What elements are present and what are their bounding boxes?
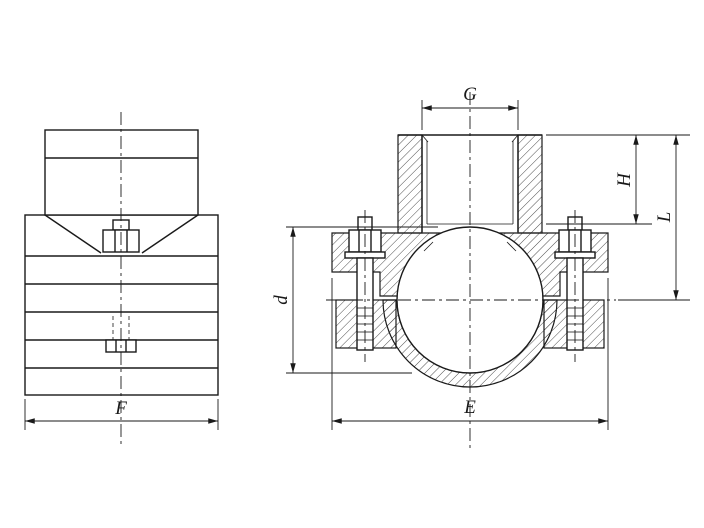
front-rib-lines <box>25 255 218 369</box>
dimension-H: H <box>546 134 690 225</box>
dimension-E-label: E <box>463 397 476 418</box>
dimension-L-label: L <box>654 212 675 224</box>
front-dome <box>44 214 199 254</box>
dimension-F: F <box>24 398 219 430</box>
dimension-G: G <box>421 84 519 130</box>
front-view: F <box>24 112 219 447</box>
dimension-E: E <box>331 278 609 430</box>
section-view: G H L d E <box>271 84 690 450</box>
left-bolt <box>344 210 386 362</box>
dimension-d: d <box>271 226 438 374</box>
dimension-G-label: G <box>463 84 477 105</box>
dimension-L: L <box>618 135 690 301</box>
dimension-d-label: d <box>271 295 292 305</box>
dimension-H-label: H <box>614 172 635 188</box>
dimension-F-label: F <box>114 398 127 419</box>
outlet-wall-right <box>517 134 543 234</box>
front-outlet <box>44 129 199 216</box>
outlet-wall-left <box>397 134 423 234</box>
right-bolt <box>554 210 596 362</box>
